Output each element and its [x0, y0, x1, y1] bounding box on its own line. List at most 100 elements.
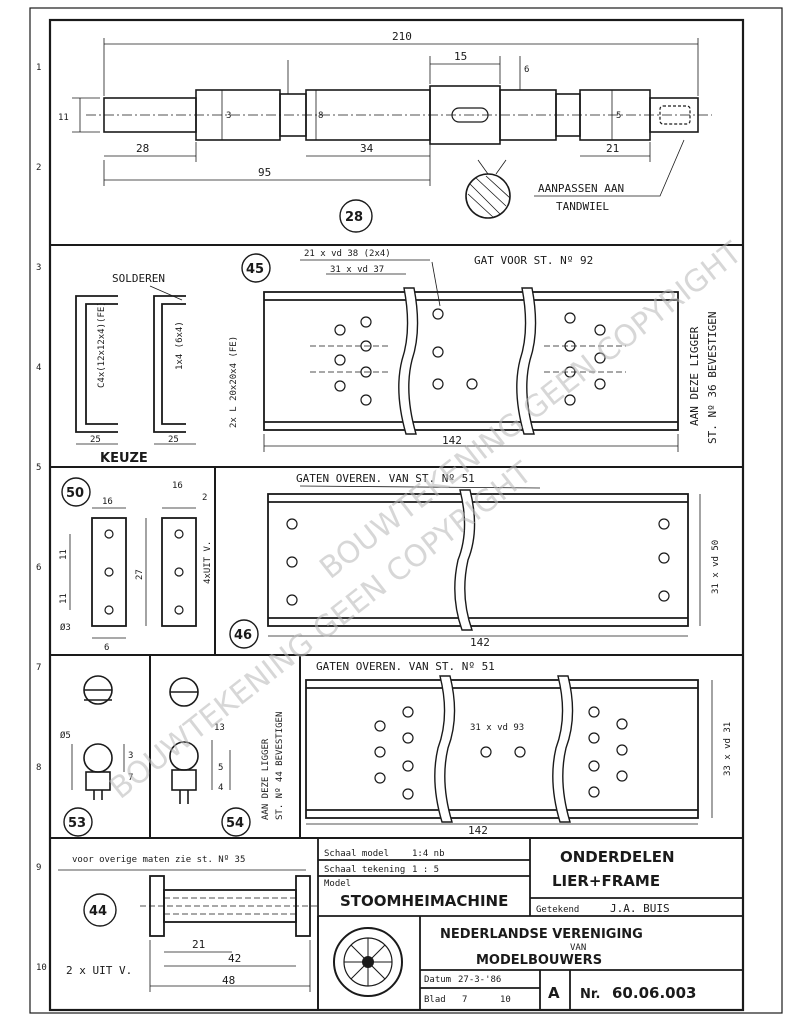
profile-a-label: C4x(12x12x4)(FE)	[97, 301, 107, 388]
border-mark: 4	[36, 363, 41, 373]
dim-6: 6	[104, 643, 109, 653]
dim-16a: 16	[102, 497, 113, 507]
dim-25a: 25	[90, 435, 101, 445]
part-number-bubble	[61, 477, 91, 507]
dim-21: 21	[606, 142, 619, 155]
label-choice: KEUZE	[100, 451, 148, 466]
side-note-line2: ST. Nº 44 BEVESTIGEN	[275, 712, 285, 820]
channel-profiles	[75, 295, 186, 433]
dim-overall-210: 210	[392, 30, 412, 43]
dim-3: 3	[226, 111, 231, 121]
part-number-53: 53	[68, 816, 86, 831]
border-mark: 5	[36, 463, 41, 473]
sheet-number: 7	[462, 995, 467, 1005]
dim-48: 48	[222, 974, 235, 987]
dim-8: 8	[318, 111, 323, 121]
dim-3: 3	[128, 751, 133, 761]
series-letter: A	[548, 984, 560, 1002]
side-note-line2: ST. Nº 36 BEVESTIGEN	[706, 312, 719, 444]
author-name: J.A. BUIS	[610, 902, 670, 915]
dim-side-31x50: 31 x vd 50	[711, 540, 721, 594]
scale-model-value: 1:4 nb	[412, 849, 445, 859]
dim-28: 28	[136, 142, 149, 155]
part-number-54: 54	[226, 816, 244, 831]
part-number-bubble	[339, 199, 373, 233]
border-mark: 9	[36, 863, 41, 873]
dim-95: 95	[258, 166, 271, 179]
dim-42: 42	[228, 952, 241, 965]
shaft-dimension-lines	[72, 38, 699, 186]
dim-side-33x31: 33 x vd 31	[723, 722, 733, 776]
border-mark: 8	[36, 763, 41, 773]
dim-11b: 11	[59, 593, 69, 604]
part-number-bubble	[63, 807, 93, 837]
date-label: Datum	[424, 975, 451, 985]
dim-6: 6	[524, 65, 529, 75]
border-mark: 7	[36, 663, 41, 673]
model-name: STOOMHEIMACHINE	[340, 892, 508, 910]
dim-4: 4	[218, 783, 223, 793]
part-53-bracket: Ø5 3 7 53	[60, 675, 133, 837]
part-28-shaft: 210 28 95 34 15 21 11 3 8 6 5 AANPASSEN …	[58, 30, 712, 233]
dim-holes-a: 21 x vd 38 (2x4)	[304, 249, 391, 259]
side-note-line1: AAN DEZE LIGGER	[261, 738, 271, 820]
dim-34: 34	[360, 142, 374, 155]
dim-11a: 11	[59, 549, 69, 560]
part-45-beam: 45 SOLDEREN KEUZE C4x(12x12x4)(FE) 1x4 (…	[75, 249, 719, 466]
part-number-45: 45	[246, 262, 264, 277]
note-hole-for-92: GAT VOOR ST. Nº 92	[474, 254, 593, 267]
beam-break-marks	[398, 287, 537, 435]
label-solder: SOLDEREN	[112, 272, 165, 285]
dim-16b: 16	[172, 481, 183, 491]
border-mark: 3	[36, 263, 41, 273]
part-46-beam: GATEN OVEREN. VAN ST. Nº 51 142 31 x vd …	[229, 472, 721, 649]
date-value: 27-3-'86	[458, 975, 501, 985]
dim-13: 13	[214, 723, 225, 733]
part-number-bubble	[241, 253, 271, 283]
note-gear: TANDWIEL	[556, 200, 609, 213]
nvm-logo	[333, 927, 403, 997]
subject-line1: ONDERDELEN	[560, 848, 675, 866]
dim-5: 5	[218, 763, 223, 773]
side-note-line1: AAN DEZE LIGGER	[688, 326, 701, 426]
qty-4x: 4xUIT V.	[203, 541, 213, 584]
org-line1: NEDERLANDSE VERENIGING	[440, 927, 643, 942]
scale-drawing-label: Schaal tekening	[324, 865, 405, 875]
dim-holes-b: 31 x vd 37	[330, 265, 384, 275]
dim-7: 7	[128, 773, 133, 783]
sheet-label: Blad	[424, 995, 446, 1005]
dim-length-142: 142	[470, 636, 490, 649]
dim-length-142: 142	[442, 434, 462, 447]
note-holes-match-51: GATEN OVEREN. VAN ST. Nº 51	[316, 660, 495, 673]
part-number-46: 46	[234, 628, 252, 643]
dim-dia-5: Ø5	[60, 730, 71, 741]
part-51-beam: GATEN OVEREN. VAN ST. Nº 51 31 x vd 93 1	[305, 660, 733, 837]
part-number-44: 44	[89, 904, 107, 919]
profile-c-label: 2x L 20x20x4 (FE)	[229, 336, 239, 428]
nr-label: Nr.	[580, 987, 600, 1002]
model-label: Model	[324, 879, 351, 889]
note-adapt-to-gear: AANPASSEN AAN	[538, 182, 624, 195]
dim-11: 11	[58, 113, 69, 123]
dim-5: 5	[616, 111, 621, 121]
dim-dia-3: Ø3	[60, 622, 71, 633]
part-number-28: 28	[345, 210, 363, 225]
part-number-bubble	[83, 893, 117, 927]
beam-outline	[263, 291, 679, 431]
note-other-dims: voor overige maten zie st. Nº 35	[72, 855, 245, 865]
part-50-plate: 50 16 16 2 11 11 27 6 Ø3 4xUIT V.	[59, 477, 213, 653]
qty-2x: 2 x UIT V.	[66, 964, 132, 977]
border-mark: 10	[36, 963, 47, 973]
subject-line2: LIER+FRAME	[552, 872, 660, 890]
dim-holes-31x93: 31 x vd 93	[470, 723, 524, 733]
part-number-bubble	[221, 807, 251, 837]
border-mark: 6	[36, 563, 41, 573]
part-number-50: 50	[66, 486, 84, 501]
scale-drawing-value: 1 : 5	[412, 865, 439, 875]
shaft-section-view	[465, 159, 511, 219]
beam-break-marks	[454, 489, 476, 631]
dim-25b: 25	[168, 435, 179, 445]
note-holes-match-51: GATEN OVEREN. VAN ST. Nº 51	[296, 472, 475, 485]
